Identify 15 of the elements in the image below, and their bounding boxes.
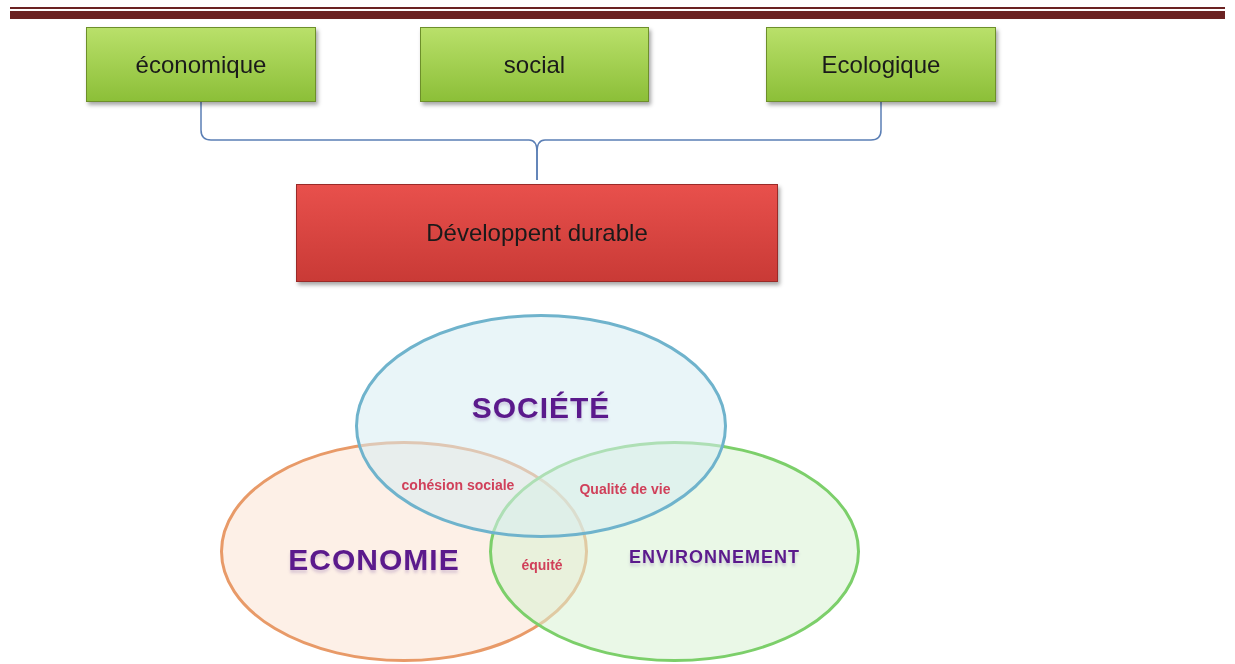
circle-title: ENVIRONNEMENT	[629, 547, 800, 568]
box-label: économique	[135, 50, 267, 79]
overlap-label: Qualité de vie	[578, 480, 672, 499]
overlap-label: cohésion sociale	[400, 476, 516, 495]
process-box	[420, 27, 649, 102]
box-label: social	[503, 50, 566, 79]
overlap-label: équité	[520, 556, 564, 575]
box-label: Développent durable	[426, 219, 648, 247]
process-box	[296, 184, 778, 282]
process-box	[766, 27, 996, 102]
process-box	[86, 27, 316, 102]
box-label: Ecologique	[821, 50, 941, 79]
circle-title: ECONOMIE	[288, 542, 460, 577]
circle-title: SOCIÉTÉ	[471, 391, 611, 425]
brace-connector	[536, 101, 882, 181]
